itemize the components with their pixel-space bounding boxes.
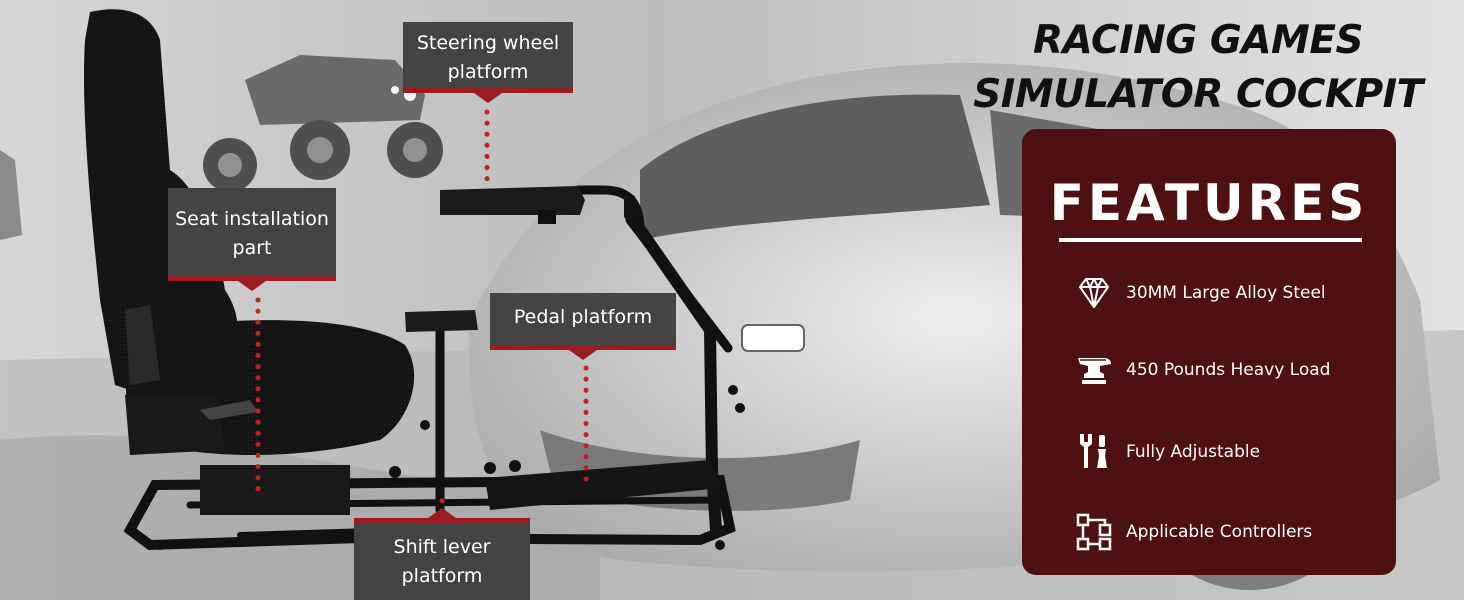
callout-line: Shift lever	[393, 536, 491, 558]
callout-line: platform	[447, 61, 529, 83]
feature-label: 30MM Large Alloy Steel	[1126, 283, 1326, 303]
heading-line-2: SIMULATOR COCKPIT	[973, 72, 1423, 117]
feature-label: Applicable Controllers	[1126, 522, 1313, 542]
callout-line: Pedal platform	[513, 306, 653, 328]
feature-item: Applicable Controllers	[1022, 512, 1396, 552]
callout-line: Seat installation	[175, 208, 329, 230]
tools-icon	[1080, 434, 1107, 468]
feature-label: Fully Adjustable	[1126, 442, 1261, 462]
feature-label: 450 Pounds Heavy Load	[1126, 360, 1331, 380]
shifter-plate	[405, 310, 478, 332]
background-offroad-truck	[203, 55, 443, 192]
heading-line-1: RACING GAMES	[1032, 18, 1364, 63]
anvil-icon	[1078, 358, 1111, 384]
feature-item: 450 Pounds Heavy Load	[1022, 350, 1396, 390]
shift-lever-platform-callout: Shift lever platform	[354, 508, 530, 600]
flowchart-icon	[1076, 513, 1112, 551]
racing-seat	[83, 9, 415, 455]
wheel-platform-plate	[440, 186, 585, 215]
features-panel: FEATURES 30MM Large Alloy Steel	[1022, 129, 1396, 575]
seat-installation-callout: Seat installation part	[168, 188, 336, 291]
callout-line: Steering wheel	[416, 32, 560, 54]
feature-item: 30MM Large Alloy Steel	[1022, 273, 1396, 313]
pedal-platform-plate	[485, 460, 722, 510]
callout-line: part	[232, 237, 272, 259]
callout-line: platform	[401, 565, 483, 587]
feature-item: Fully Adjustable	[1022, 432, 1396, 472]
features-title: FEATURES	[1049, 174, 1369, 232]
title-divider	[1059, 238, 1362, 242]
pedal-platform-callout: Pedal platform	[490, 293, 676, 360]
diamond-icon	[1079, 278, 1109, 308]
steering-wheel-platform-callout: Steering wheel platform	[403, 22, 573, 103]
banner-heading: RACING GAMES SIMULATOR COCKPIT	[968, 14, 1428, 122]
